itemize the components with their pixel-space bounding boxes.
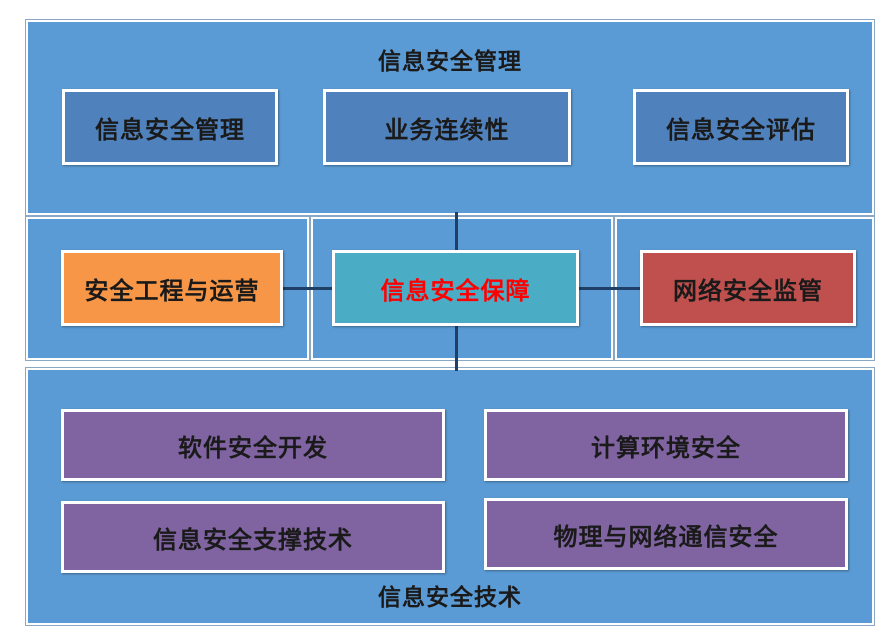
physical-network-communication-security-box: 物理与网络通信安全 xyxy=(484,498,848,570)
connector-top xyxy=(455,212,458,252)
management-box: 信息安全管理 xyxy=(62,89,278,165)
business-continuity-box: 业务连续性 xyxy=(323,89,571,165)
technology-panel-title: 信息安全技术 xyxy=(378,585,522,611)
technology-panel: 信息安全技术 xyxy=(26,368,874,625)
security-engineering-operations-box: 安全工程与运营 xyxy=(61,250,283,326)
network-security-supervision-box: 网络安全监管 xyxy=(640,250,856,326)
software-security-development-box: 软件安全开发 xyxy=(61,409,445,481)
security-assessment-box: 信息安全评估 xyxy=(633,89,849,165)
connector-bottom xyxy=(455,325,458,371)
connector-left xyxy=(282,287,334,290)
computing-environment-security-box: 计算环境安全 xyxy=(484,409,848,481)
management-panel-title: 信息安全管理 xyxy=(378,49,522,75)
connector-right xyxy=(578,287,642,290)
security-support-technology-box: 信息安全支撑技术 xyxy=(61,501,445,573)
information-security-assurance-box: 信息安全保障 xyxy=(332,250,579,326)
